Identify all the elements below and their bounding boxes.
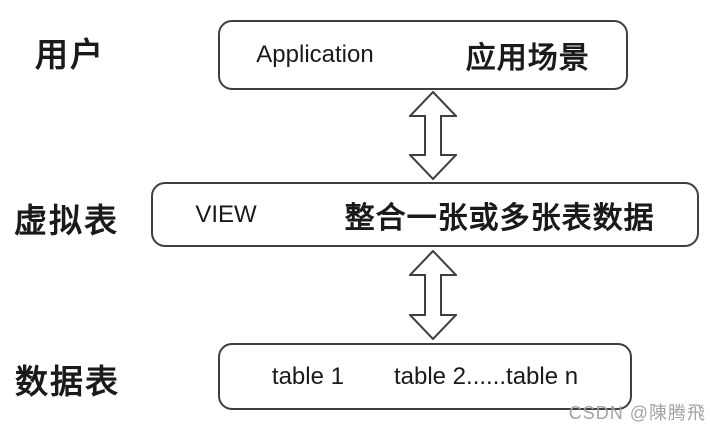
view-box-cn-text: 整合一张或多张表数据 — [344, 201, 655, 235]
application-box: Application 应用场景 — [218, 20, 628, 90]
tables-box-table1-text: table 1 — [271, 362, 344, 390]
double-arrow-icon — [409, 250, 457, 340]
double-arrow-icon — [409, 91, 457, 180]
row-label-user: 用户 — [35, 36, 105, 73]
row-label-data-table: 数据表 — [15, 363, 120, 400]
csdn-watermark: CSDN @陳腾飛 — [568, 403, 706, 423]
row-label-virtual-table: 虚拟表 — [14, 202, 119, 239]
view-box-en-text: VIEW — [195, 200, 257, 228]
tables-box-table2n-text: table 2......table n — [393, 362, 579, 390]
application-box-cn-text: 应用场景 — [465, 42, 590, 75]
tables-box: table 1 table 2......table n — [218, 343, 632, 410]
view-box: VIEW 整合一张或多张表数据 — [151, 182, 699, 247]
application-box-en-text: Application — [256, 41, 374, 68]
